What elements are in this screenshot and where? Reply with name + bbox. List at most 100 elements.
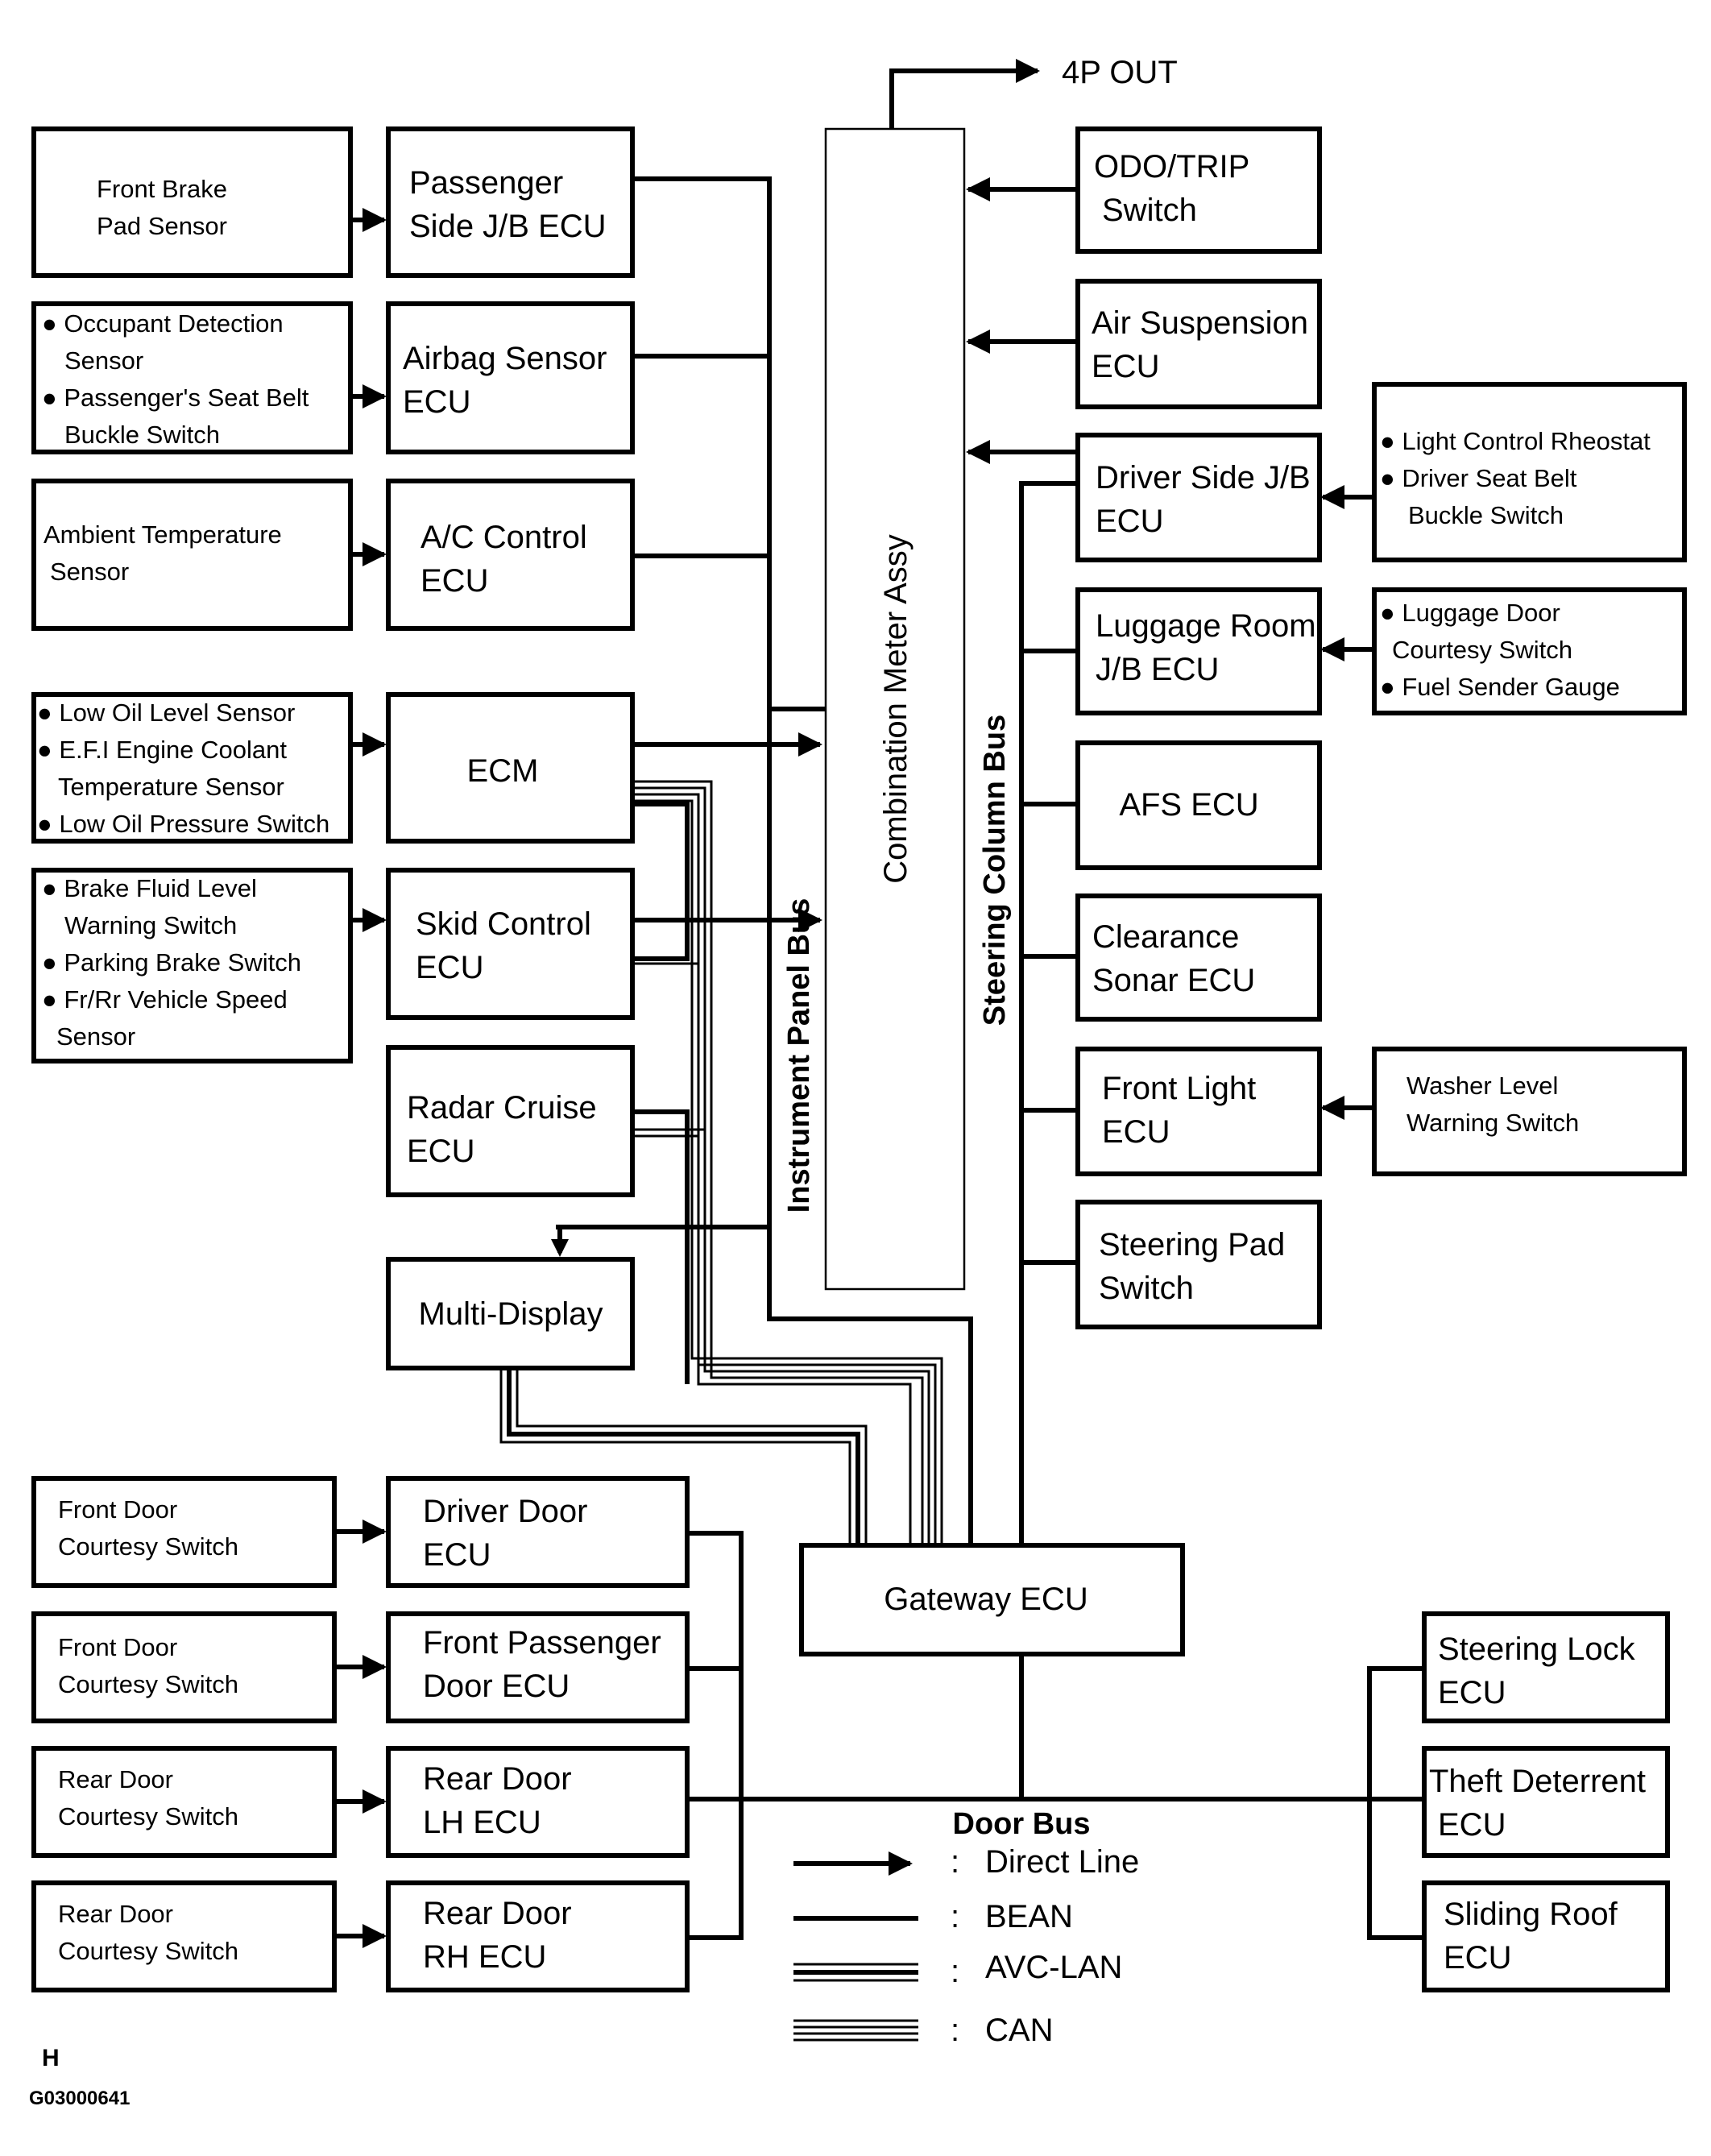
skid-ecu-line-2: ECU [416, 950, 483, 985]
ecm-input-line-1: ● Low Oil Level Sensor [37, 699, 295, 727]
ecm-input-line-3: Temperature Sensor [58, 773, 284, 801]
rear-door-rh-line-2: RH ECU [423, 1939, 546, 1975]
driver-door-line-1: Driver Door [423, 1494, 587, 1529]
front-passenger-door-line-2: Door ECU [423, 1669, 570, 1704]
airbag-ecu-line-1: Airbag Sensor [403, 341, 607, 376]
rear-door-switch-2-line-2: Courtesy Switch [58, 1937, 238, 1965]
skid-input-line-5: Sensor [56, 1022, 135, 1051]
ac-ecu-line-1: A/C Control [420, 520, 587, 555]
gateway-ecu-label: Gateway ECU [884, 1582, 1088, 1617]
rear-door-switch-1-line-2: Courtesy Switch [58, 1802, 238, 1831]
luggage-input-line-2: Courtesy Switch [1392, 636, 1572, 664]
afs-ecu-box [1075, 740, 1322, 870]
driver-jb-line-2: ECU [1096, 504, 1163, 539]
skid-input-line-1: ● Brake Fluid Level [42, 874, 257, 902]
odo-line-2: Switch [1102, 193, 1197, 228]
luggage-jb-line-1: Luggage Room [1096, 608, 1316, 644]
can-bundle-skid [632, 802, 912, 1545]
rear-door-lh-ecu-box [386, 1746, 690, 1858]
washer-line-1: Washer Level [1406, 1072, 1558, 1100]
radar-cruise-ecu-box [386, 1045, 635, 1197]
ac-ecu-line-2: ECU [420, 563, 488, 599]
ecm-label: ECM [467, 753, 539, 789]
sliding-roof-line-2: ECU [1444, 1940, 1511, 1976]
airbag-sensor-ecu-box [386, 301, 635, 454]
ecm-input-line-2: ● E.F.I Engine Coolant [37, 736, 287, 764]
footer-letter: H [42, 2045, 60, 2071]
odo-trip-switch-box [1075, 126, 1322, 254]
skid-input-line-2: Warning Switch [64, 911, 237, 939]
rear-door-rh-ecu-box [386, 1880, 690, 1992]
front-brake-line-1: Front Brake [97, 175, 227, 203]
airbag-input-line-2: Sensor [64, 346, 143, 375]
4p-out-label: 4P OUT [1062, 55, 1178, 90]
theft-line-1: Theft Deterrent [1429, 1764, 1646, 1799]
steering-column-bus-label: Steering Column Bus [978, 715, 1012, 1026]
airbag-input-line-4: Buckle Switch [64, 421, 220, 449]
skid-inputs-box [31, 868, 353, 1063]
washer-level-switch-box [1372, 1047, 1687, 1176]
steering-lock-line-1: Steering Lock [1438, 1632, 1636, 1667]
legend: : Direct Line : BEAN : AVC-LAN : CAN [793, 1844, 1139, 2048]
skid-control-ecu-box [386, 868, 635, 1020]
rear-door-lh-line-2: LH ECU [423, 1805, 541, 1840]
arrow-4p-out [889, 59, 1040, 129]
air-suspension-line-1: Air Suspension [1092, 305, 1308, 341]
steering-pad-switch-box [1075, 1200, 1322, 1329]
skid-input-line-4: ● Fr/Rr Vehicle Speed [42, 985, 288, 1014]
driver-jb-input-line-1: ● Light Control Rheostat [1380, 427, 1651, 455]
front-door-switch-2-line-2: Courtesy Switch [58, 1670, 238, 1698]
steering-pad-line-1: Steering Pad [1099, 1227, 1285, 1263]
luggage-input-line-1: ● Luggage Door [1380, 599, 1560, 627]
front-light-line-1: Front Light [1102, 1071, 1256, 1106]
steering-pad-line-2: Switch [1099, 1271, 1194, 1306]
ambient-line-1: Ambient Temperature [44, 520, 282, 549]
radar-ecu-line-1: Radar Cruise [407, 1090, 597, 1126]
gateway-ecu-box [799, 1543, 1185, 1656]
door-ecu-right-bus [1367, 1666, 1424, 1940]
steering-lock-line-2: ECU [1438, 1675, 1506, 1710]
front-door-switch-1-line-2: Courtesy Switch [58, 1532, 238, 1561]
passenger-jb-line-2: Side J/B ECU [409, 209, 607, 244]
ecm-inputs-box [31, 692, 353, 844]
avc-lan-bundle-multi-display [499, 1368, 868, 1545]
driver-jb-inputs-box [1372, 382, 1687, 562]
clearance-line-2: Sonar ECU [1092, 963, 1255, 998]
ac-control-ecu-box [386, 479, 635, 631]
skid-input-line-3: ● Parking Brake Switch [42, 948, 301, 976]
legend-colon-2: : [951, 1899, 959, 1934]
driver-side-jb-ecu-box [1075, 433, 1322, 562]
driver-jb-input-line-2: ● Driver Seat Belt [1380, 464, 1577, 492]
passenger-jb-ecu-box [386, 126, 635, 278]
airbag-input-line-3: ● Passenger's Seat Belt [42, 384, 309, 412]
ecm-input-line-4: ● Low Oil Pressure Switch [37, 810, 329, 838]
legend-direct-label: Direct Line [985, 1844, 1139, 1880]
legend-avc-label: AVC-LAN [985, 1950, 1122, 1985]
front-brake-sensor-box [31, 126, 353, 278]
front-light-line-2: ECU [1102, 1114, 1170, 1150]
sliding-roof-ecu-box [1422, 1880, 1670, 1992]
front-brake-line-2: Pad Sensor [97, 212, 227, 240]
luggage-input-line-3: ● Fuel Sender Gauge [1380, 673, 1620, 701]
theft-line-2: ECU [1438, 1807, 1506, 1843]
driver-door-line-2: ECU [423, 1537, 491, 1573]
instrument-panel-bus-line [632, 176, 973, 1545]
legend-bean-label: BEAN [985, 1899, 1073, 1934]
legend-colon-3: : [951, 1954, 959, 1989]
front-light-ecu-box [1075, 1047, 1322, 1176]
ecm-box [386, 692, 635, 844]
airbag-inputs-box [31, 301, 353, 454]
combination-meter-box [824, 127, 966, 1291]
passenger-jb-line-1: Passenger [409, 165, 563, 201]
ambient-sensor-box [31, 479, 353, 631]
air-suspension-ecu-box [1075, 279, 1322, 409]
steering-column-bus-line [1019, 481, 1078, 1545]
airbag-ecu-line-2: ECU [403, 384, 470, 420]
figure-code: G03000641 [29, 2088, 130, 2109]
front-door-switch-1-box [31, 1476, 337, 1588]
luggage-room-jb-ecu-box [1075, 587, 1322, 715]
clearance-sonar-ecu-box [1075, 893, 1322, 1022]
legend-can-label: CAN [985, 2013, 1053, 2048]
rear-door-switch-2-line-1: Rear Door [58, 1900, 173, 1928]
